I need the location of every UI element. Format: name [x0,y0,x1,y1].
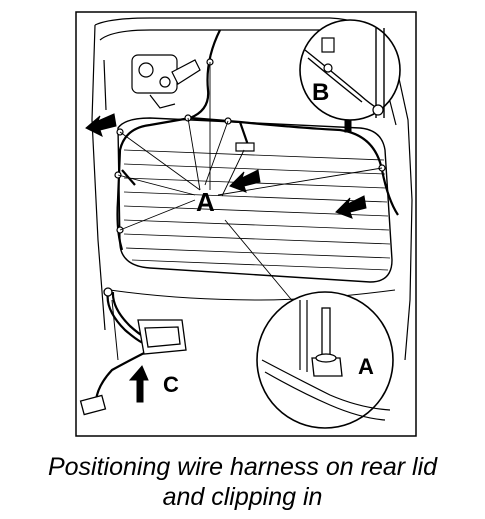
wiper-motor [131,54,201,109]
label-a-main: A [196,187,215,217]
arrow-center [229,169,261,193]
label-c: C [163,372,179,397]
detail-a [256,291,394,429]
caption-line-1: Positioning wire harness on rear lid [47,453,438,481]
wire-harness [116,29,399,251]
label-b-detail: B [312,79,329,106]
arrow-top-left [85,113,117,137]
cable-c [79,287,187,416]
arrow-right [335,195,367,219]
detail-b [299,19,401,121]
arrow-c-up [128,365,149,403]
label-a-detail: A [358,354,374,379]
lower-panel [109,289,396,361]
rear-window-glass [117,117,393,283]
caption-line-2: and clipping in [162,483,323,511]
figure-frame [75,11,417,437]
